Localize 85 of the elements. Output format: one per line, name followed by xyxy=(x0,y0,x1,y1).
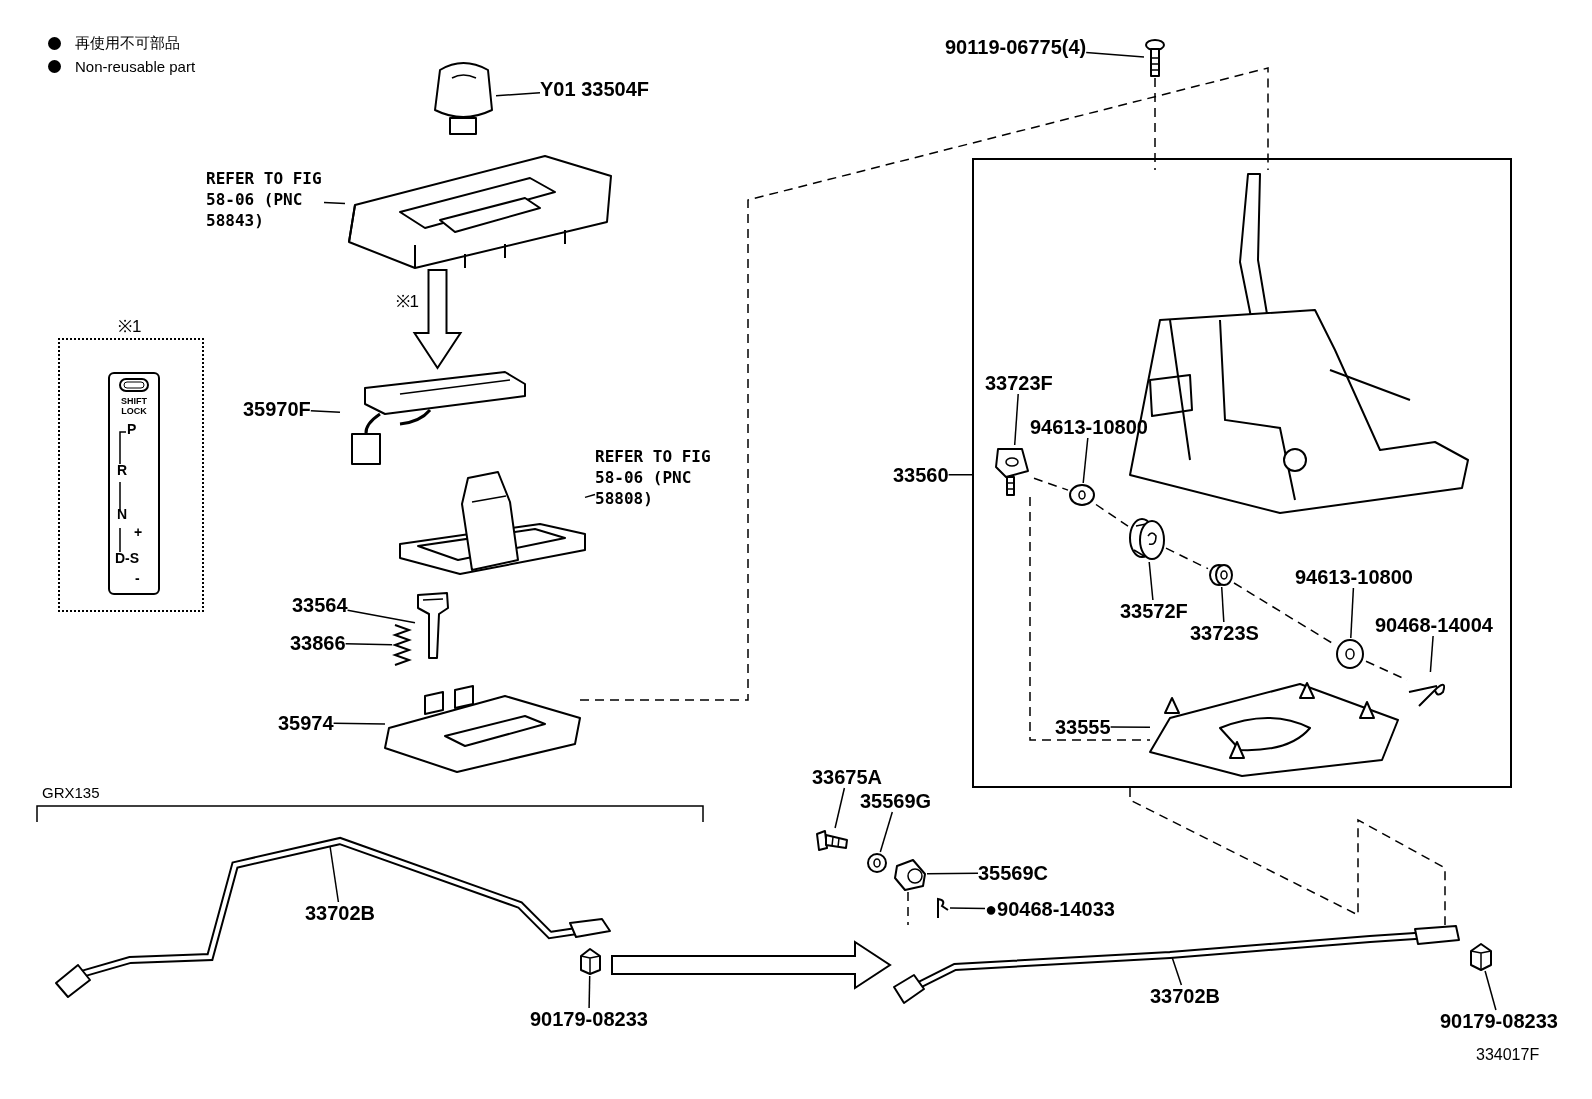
assembly-line xyxy=(1165,547,1209,570)
model-label: GRX135 xyxy=(42,784,100,801)
bolt-drawing xyxy=(815,828,849,854)
nut-drawing xyxy=(1468,941,1494,971)
leader-line xyxy=(834,787,846,829)
part-number: 33555 xyxy=(1055,716,1111,738)
leader-line xyxy=(1109,726,1151,729)
part-number: 94613-10800 xyxy=(1295,566,1413,588)
leader-line xyxy=(1484,970,1497,1011)
assembly-line xyxy=(579,67,1269,701)
gear-letter: N xyxy=(117,506,128,522)
leader-line xyxy=(1082,437,1089,484)
bolt-drawing xyxy=(1144,38,1166,78)
gear-letter: R xyxy=(117,462,128,478)
shift-boot-drawing xyxy=(400,472,585,576)
leader-line xyxy=(1085,51,1145,58)
shift-gate-plate xyxy=(108,372,160,595)
leader-line xyxy=(947,473,973,476)
part-number: Y01 33504F xyxy=(540,78,649,100)
part-number: 90179-08233 xyxy=(1440,1010,1558,1032)
washer-drawing xyxy=(1334,638,1366,670)
part-number: 35569C xyxy=(978,862,1049,884)
reference-note: REFER TO FIG 58-06 (PNC 58808) xyxy=(595,446,713,509)
part-number: 33866 xyxy=(290,632,346,654)
part-number: 33702B xyxy=(305,902,376,924)
assembly-line xyxy=(1154,77,1156,171)
leader-line xyxy=(1429,635,1434,673)
leader-line xyxy=(332,722,386,725)
assembly-line xyxy=(1033,477,1069,491)
leader-line xyxy=(323,201,346,205)
shift-lock-label: SHIFT LOCK xyxy=(120,396,148,416)
leader-line xyxy=(584,493,596,499)
leader-line xyxy=(346,609,416,624)
part-number: 33675A xyxy=(812,766,883,788)
legend-text: 再使用不可部品 xyxy=(75,34,180,53)
collar-drawing xyxy=(1208,563,1234,587)
assembly-line xyxy=(1095,503,1129,527)
part-number: 33723S xyxy=(1190,622,1259,644)
part-number: 90179-08233 xyxy=(530,1008,648,1030)
washer-drawing xyxy=(866,852,888,874)
part-number: 33572F xyxy=(1120,600,1188,622)
part-number: 33560 xyxy=(893,464,949,486)
leader-line xyxy=(495,91,541,97)
leader-line xyxy=(1013,393,1019,446)
leader-line xyxy=(588,975,591,1009)
part-number: 35569G xyxy=(860,790,932,812)
gear-sign: - xyxy=(135,570,140,586)
spring-drawing xyxy=(392,622,412,668)
gear-letter: P xyxy=(127,421,137,437)
leader-line xyxy=(926,872,979,875)
part-number: 90468-14004 xyxy=(1375,614,1493,636)
bushing-drawing xyxy=(1128,516,1166,562)
shift-cable-drawing xyxy=(890,925,1462,1007)
part-number: 33723F xyxy=(985,372,1053,394)
legend-text: Non-reusable part xyxy=(75,58,196,75)
leader-line xyxy=(949,907,986,910)
assembly-frame xyxy=(972,158,1512,788)
washer-drawing xyxy=(1068,483,1096,507)
part-number: 33564 xyxy=(292,594,348,616)
nut-drawing xyxy=(578,946,602,976)
part-number: 33702B xyxy=(1150,985,1221,1007)
reference-mark: ※1 xyxy=(118,316,142,337)
illustration-number: 334017F xyxy=(1476,1046,1540,1064)
block-arrow xyxy=(412,269,463,370)
part-number: 35970F xyxy=(243,398,311,420)
assembly-line xyxy=(1129,787,1446,926)
part-number: 90119-06775(4) xyxy=(945,36,1087,58)
leader-line xyxy=(344,642,393,646)
leader-line xyxy=(1148,561,1154,601)
leader-line xyxy=(879,811,894,853)
block-arrow xyxy=(611,940,892,990)
leader-line xyxy=(1350,587,1355,639)
leader-line xyxy=(329,845,340,903)
leader-line xyxy=(310,409,341,413)
leader-line xyxy=(1220,586,1225,623)
part-number: 35974 xyxy=(278,712,334,734)
leader-line xyxy=(1171,956,1183,986)
gear-sign: + xyxy=(134,524,143,540)
bushing-drawing xyxy=(893,856,927,892)
assembly-line xyxy=(1029,496,1151,741)
part-number: ●90468-14033 xyxy=(985,898,1115,920)
lever-drawing xyxy=(415,590,451,662)
gear-letter: D-S xyxy=(115,550,140,566)
reference-note: REFER TO FIG 58-06 (PNC 58843) xyxy=(206,168,324,231)
assembly-line xyxy=(907,891,909,926)
